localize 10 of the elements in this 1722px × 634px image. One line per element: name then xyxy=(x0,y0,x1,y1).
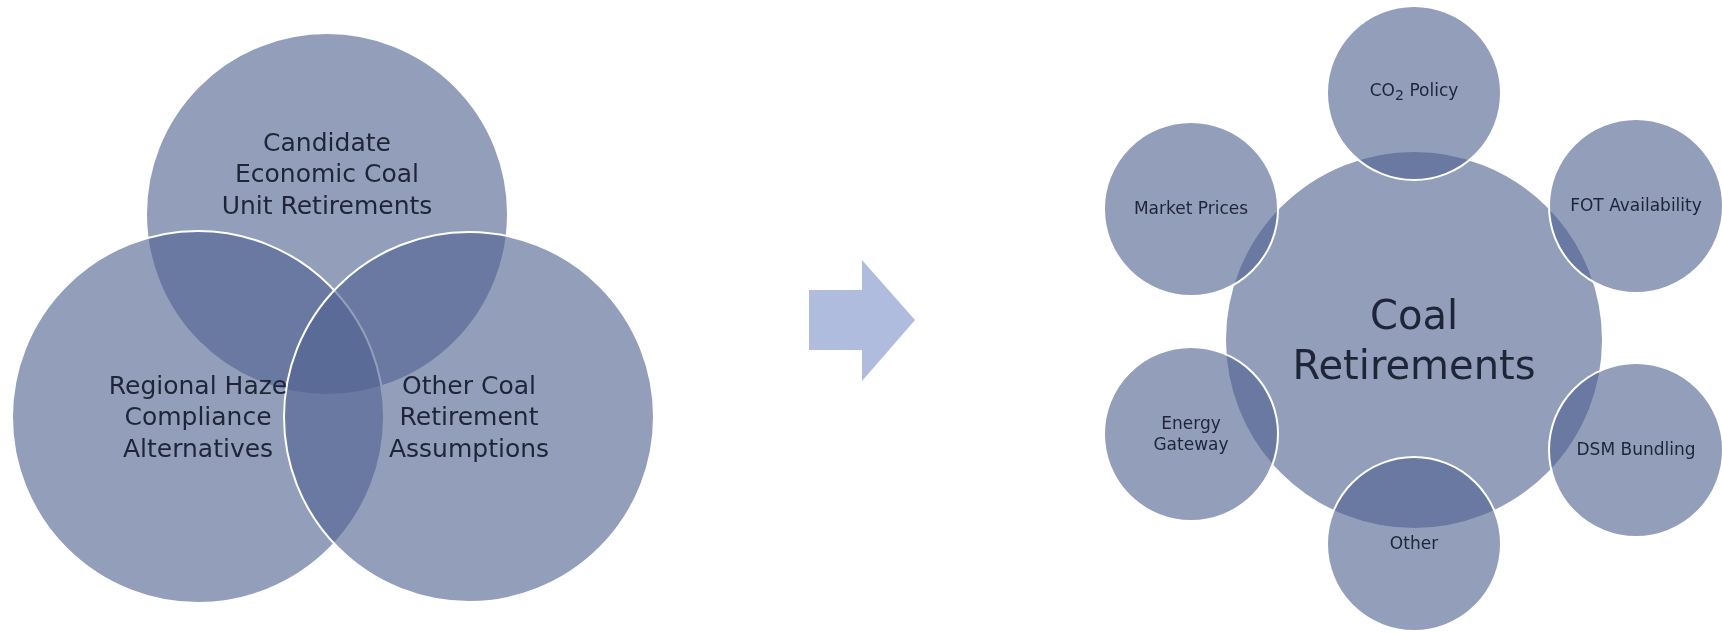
circle-label: Market Prices xyxy=(1132,198,1250,220)
circle-label: Energy Gateway xyxy=(1152,412,1230,456)
circle-label: Regional Haze Compliance Alternatives xyxy=(107,370,289,464)
circle-label: Coal Retirements xyxy=(1291,291,1537,390)
circle-label: Other xyxy=(1388,533,1440,555)
circle-label: FOT Availability xyxy=(1569,195,1703,217)
circle-label: CO$_{2}$ Policy xyxy=(1368,80,1460,106)
circle-label: Other Coal Retirement Assumptions xyxy=(387,370,551,464)
circle-label: DSM Bundling xyxy=(1575,439,1697,461)
circle-label: Candidate Economic Coal Unit Retirements xyxy=(220,127,434,221)
